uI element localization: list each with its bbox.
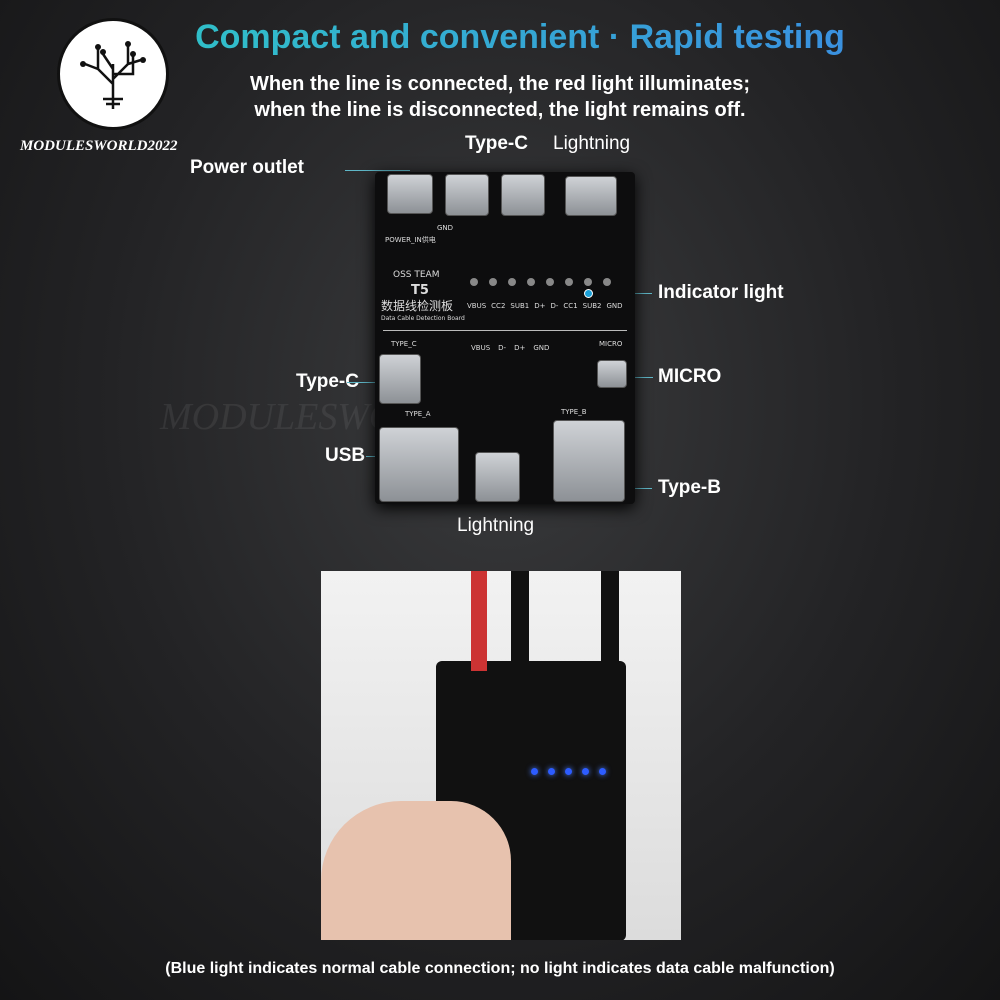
type-c-port-2 (501, 174, 545, 216)
pin-label: D+ (534, 302, 546, 310)
callout-type-c-left: Type-C (296, 371, 359, 392)
power-in-label: POWER_IN供电 (385, 236, 436, 244)
type-a-label: TYPE_A (405, 410, 431, 418)
callout-indicator-light: Indicator light (658, 282, 784, 303)
board-name-en: Data Cable Detection Board (381, 315, 465, 322)
micro-port (597, 360, 627, 388)
pin-label: VBUS (471, 344, 491, 352)
gnd-label: GND (437, 224, 454, 232)
product-photo (321, 571, 681, 940)
team-label: OSS TEAM (393, 270, 440, 280)
type-b-port (553, 420, 625, 502)
brand-logo (57, 18, 169, 130)
brand-name: MODULESWORLD2022 (20, 138, 178, 154)
lightning-port-bottom (475, 452, 520, 502)
pin-label: CC1 (563, 302, 578, 310)
type-c-port-left (379, 354, 421, 404)
pin-label: VBUS (467, 302, 487, 310)
lightning-port-top (565, 176, 617, 216)
indicator-dot (584, 289, 593, 298)
callout-usb: USB (325, 445, 366, 466)
detection-board: POWER_IN供电 GND OSS TEAM T5 数据线检测板 Data C… (375, 172, 635, 504)
callout-lightning-bottom: Lightning (457, 515, 535, 536)
type-c-label: TYPE_C (391, 340, 417, 348)
micro-label: MICRO (599, 340, 623, 348)
pin-label: SUB2 (582, 302, 602, 310)
usb-port (379, 427, 459, 502)
callout-type-c-top: Type-C (465, 133, 528, 154)
callout-lightning-top: Lightning (553, 133, 631, 154)
subtitle-line-1: When the line is connected, the red ligh… (249, 73, 751, 95)
callout-micro: MICRO (658, 366, 722, 387)
callout-type-b: Type-B (658, 477, 721, 498)
headline: Compact and convenient · Rapid testing (175, 18, 865, 57)
model-label: T5 (411, 283, 429, 298)
pin-label: SUB1 (510, 302, 530, 310)
pin-label: D- (498, 344, 507, 352)
board-name-cn: 数据线检测板 (381, 299, 454, 313)
circuit-tree-icon (80, 41, 146, 109)
type-b-label: TYPE_B (561, 408, 587, 416)
pin-label: GND (606, 302, 623, 310)
pin-label: D- (550, 302, 559, 310)
pin-label: CC2 (491, 302, 506, 310)
subtitle-line-2: when the line is disconnected, the light… (254, 99, 746, 121)
pin-label: D+ (514, 344, 526, 352)
footer-note: (Blue light indicates normal cable conne… (165, 960, 835, 977)
pin-label: GND (533, 344, 550, 352)
power-port (387, 174, 433, 214)
callout-power-outlet: Power outlet (190, 157, 305, 178)
type-c-port-1 (445, 174, 489, 216)
